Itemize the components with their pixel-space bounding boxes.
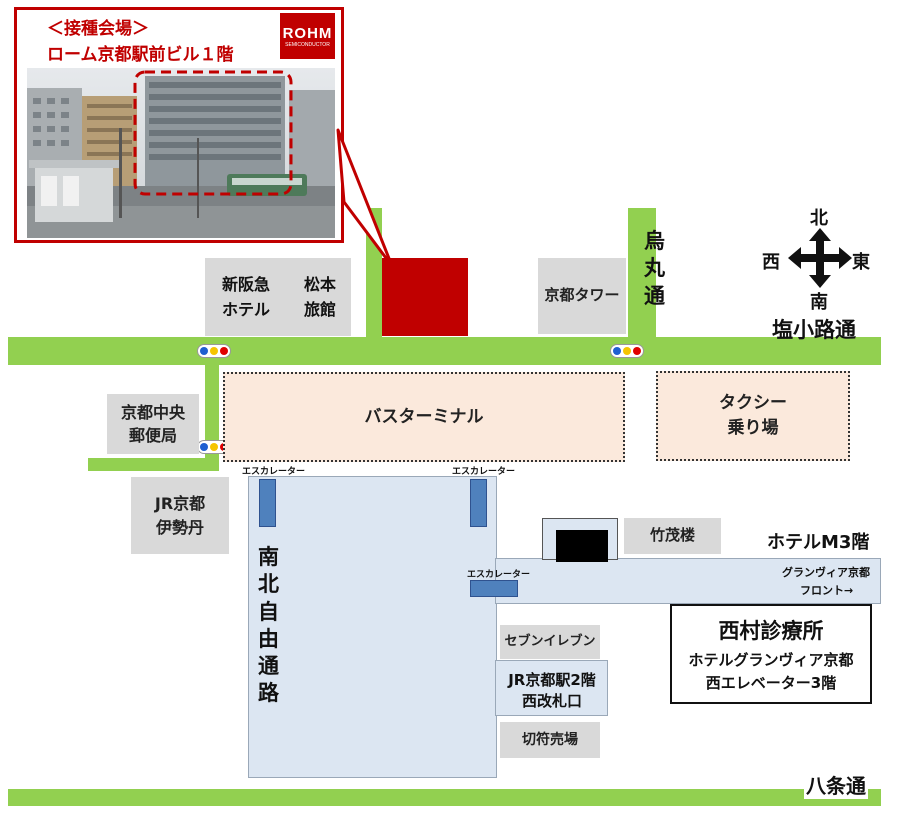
nanboku-char-1: 南	[258, 545, 279, 569]
station-concourse	[248, 476, 497, 778]
venue-box: ＜接種会場＞ ローム京都駅前ビル１階 ROHM SEMICONDUCTOR	[14, 7, 344, 243]
nanboku-char-2: 北	[258, 572, 279, 597]
venue-heading: ＜接種会場＞	[47, 19, 149, 39]
building-kyoto-tower: 京都タワー	[538, 258, 626, 334]
rohm-logo-subtext: SEMICONDUCTOR	[285, 41, 330, 48]
hachijo-street-label: 八条通	[804, 770, 868, 799]
building-post-office: 京都中央 郵便局	[107, 394, 199, 454]
shinhankyu-line1: 新阪急	[222, 275, 271, 294]
clinic-hotel-line: ホテルグランヴィア京都	[688, 651, 854, 669]
nanboku-char-3: 自	[258, 599, 279, 624]
nanboku-char-4: 由	[258, 626, 279, 651]
jr-gate-line1: JR京都駅2階	[508, 671, 596, 689]
venue-subheading: ローム京都駅前ビル１階	[47, 45, 234, 65]
hachijo-road	[8, 789, 881, 806]
post-office-road	[88, 458, 219, 471]
traffic-signal-east	[610, 344, 644, 358]
jr-gate-line2: 西改札口	[521, 692, 582, 710]
venue-photo	[27, 68, 335, 238]
building-isetan: JR京都 伊勢丹	[131, 477, 229, 554]
clinic-elevator-line: 西エレベーター3階	[705, 674, 837, 692]
taxi-line2: 乗り場	[727, 418, 779, 438]
traffic-signal-west	[197, 344, 231, 358]
karasuma-char-1: 烏	[644, 229, 665, 253]
hotel-floor-label: ホテルM3階	[767, 532, 870, 553]
jr-gate-label: JR京都駅2階 西改札口	[496, 670, 608, 712]
karasuma-char-2: 丸	[644, 256, 665, 281]
rohm-logo-text: ROHM	[282, 24, 333, 42]
hotel-front-line2: フロント→	[800, 584, 854, 597]
shinhankyu-line2: ホテル	[222, 299, 271, 319]
shiokoji-street-label: 塩小路通	[772, 318, 856, 342]
escalator-label-east: エスカレーター	[467, 570, 531, 580]
building-takemo: 竹茂楼	[624, 518, 721, 554]
building-seven-eleven: セブンイレブン	[500, 625, 600, 659]
nanboku-corridor-label: 南 北 自 由 通 路	[258, 544, 279, 708]
matsumoto-line2: 旅館	[304, 299, 337, 319]
karasuma-street-label: 烏 丸 通	[644, 228, 665, 310]
matsumoto-ryokan-label: 松本 旅館	[304, 273, 336, 323]
karasuma-road	[628, 208, 656, 340]
bus-terminal: バスターミナル	[223, 372, 625, 462]
venue-building	[382, 258, 468, 336]
hotel-front-line1: グランヴィア京都	[782, 566, 870, 579]
clinic-name: 西村診療所	[718, 619, 824, 643]
rohm-logo: ROHM SEMICONDUCTOR	[280, 13, 335, 59]
isetan-line2: 伊勢丹	[155, 517, 204, 537]
isetan-line1: JR京都	[154, 494, 206, 514]
west-side-road	[205, 362, 219, 462]
compass-arrows-icon	[788, 228, 852, 288]
clinic-marker	[556, 530, 608, 562]
taxi-stand: タクシー 乗り場	[656, 371, 850, 461]
clinic-info-box: 西村診療所 ホテルグランヴィア京都 西エレベーター3階	[670, 604, 872, 704]
shinhankyu-hotel-label: 新阪急 ホテル	[222, 273, 270, 323]
venue-photo-illustration	[27, 68, 335, 238]
compass-east: 東	[852, 252, 870, 273]
shiokoji-road	[8, 337, 881, 365]
escalator-label-west: エスカレーター	[242, 467, 306, 477]
karasuma-char-3: 通	[644, 283, 665, 308]
escalator-west	[259, 479, 276, 527]
escalator-label-center: エスカレーター	[452, 467, 516, 477]
nanboku-char-5: 通	[258, 654, 279, 679]
escalator-east	[470, 580, 518, 597]
gate-area	[495, 660, 608, 716]
taxi-line1: タクシー	[719, 393, 787, 414]
nanboku-char-6: 路	[258, 681, 279, 706]
escalator-center	[470, 479, 487, 527]
post-office-line1: 京都中央	[120, 402, 185, 422]
building-shinhankyu-matsumoto	[205, 258, 351, 336]
building-ticket-office: 切符売場	[500, 722, 600, 758]
hotel-corridor	[495, 558, 881, 604]
compass-west: 西	[762, 252, 780, 273]
venue-side-road	[366, 208, 382, 340]
compass: 北 南 西 東	[760, 204, 880, 313]
post-office-line2: 郵便局	[128, 426, 177, 445]
matsumoto-line1: 松本	[304, 275, 337, 294]
compass-south: 南	[810, 292, 828, 313]
compass-north: 北	[810, 208, 828, 229]
